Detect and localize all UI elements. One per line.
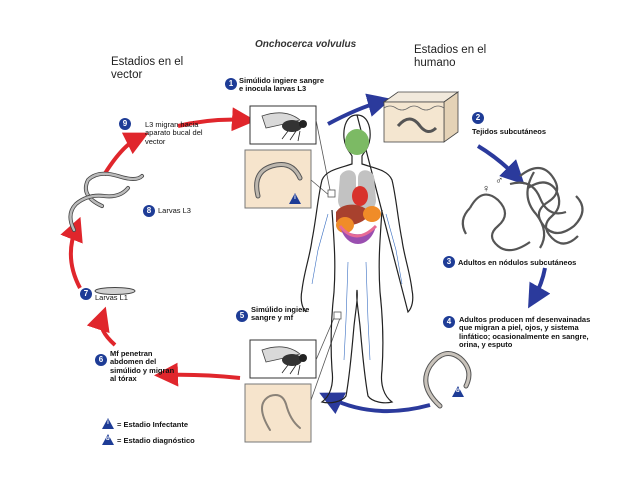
step-6-label: Mf penetran abdomen del simúlido y migra…	[110, 349, 175, 384]
skin-tissue-block	[382, 91, 460, 143]
arrow-6-to-7	[86, 306, 117, 347]
infective-stage-marker: i	[289, 193, 301, 204]
step-9-label: L3 migran hacia aparato bucal del vector	[145, 120, 203, 146]
arrow-2-to-3	[476, 144, 525, 185]
female-symbol: ♀	[482, 183, 491, 195]
step-7-badge: 7	[80, 288, 92, 300]
diagram-title: Onchocerca volvulus	[255, 39, 357, 50]
adult-worms-cluster	[461, 166, 584, 252]
infective-stage-legend-label: = Estadio Infectante	[117, 420, 189, 429]
arrow-1-to-2	[327, 93, 392, 126]
diagnostic-stage-legend-icon: d	[102, 434, 114, 445]
human-vessels	[311, 213, 403, 361]
arrow-7-to-8	[60, 216, 83, 289]
step-3-badge: 3	[443, 256, 455, 268]
infective-stage-legend-icon: i	[102, 418, 114, 429]
step-8-badge: 8	[143, 205, 155, 217]
step-2-badge: 2	[472, 112, 484, 124]
arrow-4-to-5	[319, 392, 431, 415]
step-4-label: Adultos producen mf desenvainadas que mi…	[459, 315, 591, 350]
step-4-badge: 4	[443, 316, 455, 328]
step-8-label: Larvas L3	[158, 206, 191, 215]
step-6-badge: 6	[95, 354, 107, 366]
diagnostic-stage-marker: d	[452, 386, 464, 397]
fly-inset-top	[249, 105, 317, 145]
larva-inset-top	[244, 149, 312, 209]
arrow-8-to-9	[102, 132, 149, 177]
arrow-3-to-4	[528, 267, 551, 309]
arrow-5-to-6	[154, 362, 241, 387]
human-stages-heading: Estadios en el humano	[414, 44, 487, 70]
diagnostic-stage-legend-label: = Estadio diagnóstico	[117, 436, 195, 445]
microfilaria-large	[423, 351, 472, 409]
human-organs	[336, 129, 381, 244]
l3-larvae-drawing	[68, 171, 144, 232]
male-symbol: ♂	[495, 175, 504, 187]
microfilaria-inset-bottom	[244, 383, 312, 443]
step-5-badge: 5	[236, 310, 248, 322]
human-body-figure	[300, 114, 414, 404]
step-7-label: Larvas L1	[95, 293, 128, 302]
step-9-badge: 9	[119, 118, 131, 130]
vector-stages-heading: Estadios en el vector	[111, 56, 184, 82]
step-2-label: Tejidos subcutáneos	[472, 127, 547, 136]
step-3-label: Adultos en nódulos subcutáneos	[458, 258, 577, 267]
step-1-badge: 1	[225, 78, 237, 90]
step-5-label: Simúlido ingiere sangre y mf	[251, 305, 310, 323]
step-1-label: Simúlido ingiere sangre e inocula larvas…	[239, 76, 325, 94]
arrow-9-to-1	[177, 107, 256, 132]
l1-larva-drawing	[94, 287, 136, 295]
fly-inset-bottom	[249, 339, 317, 379]
